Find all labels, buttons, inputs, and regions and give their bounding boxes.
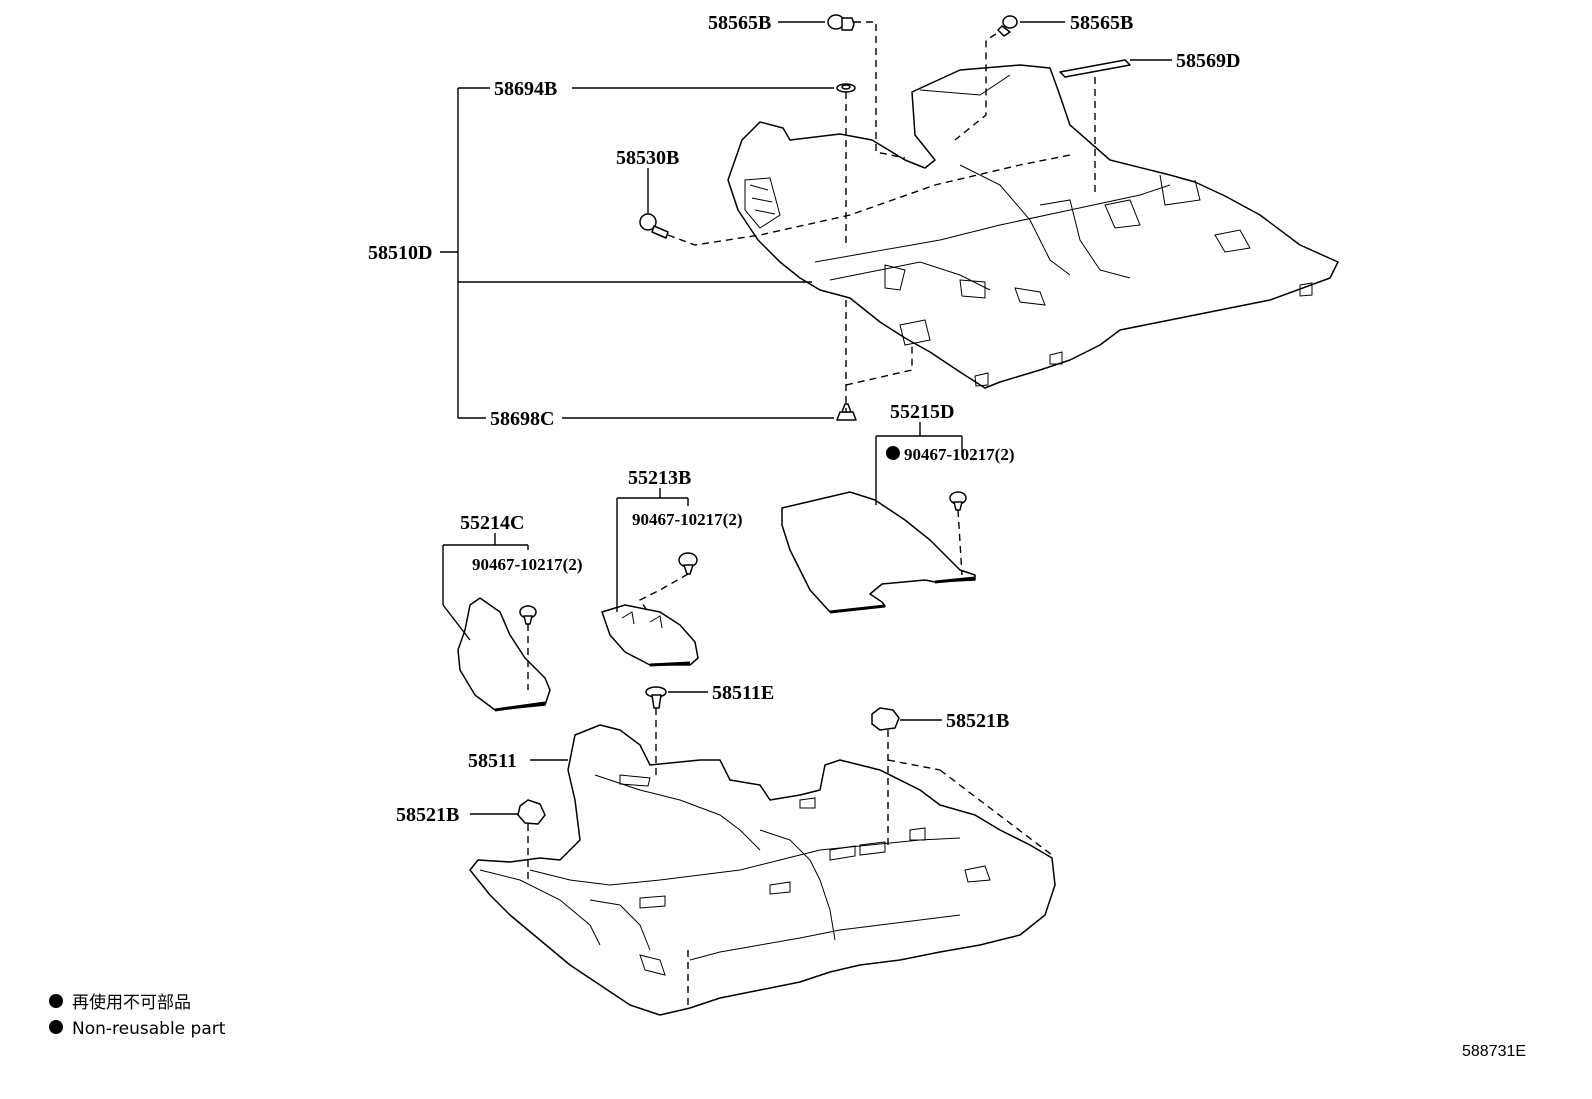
retainer-58569D-icon: [1059, 59, 1131, 78]
grommet-58698C-icon: [836, 403, 857, 421]
label-58510D: 58510D: [368, 242, 432, 264]
label-clip-a: 90467-10217(2): [904, 445, 1014, 464]
floor-silencer-lower: [469, 724, 1056, 1016]
label-58511E: 58511E: [712, 682, 774, 704]
clip-58565B-right-icon: [997, 15, 1018, 37]
label-clip-b: 90467-10217(2): [632, 510, 742, 529]
clip-90467-icon-a: [949, 491, 967, 511]
diagram-reference: 588731E: [1462, 1043, 1526, 1060]
label-58521B-right: 58521B: [946, 710, 1009, 732]
label-55215D: 55215D: [890, 401, 954, 423]
floor-insulator-55213B: [601, 604, 699, 667]
clip-58530B-icon: [639, 213, 669, 239]
non-reusable-marker-icon: [886, 446, 900, 460]
leader-lines: [440, 21, 1172, 1005]
label-55213B: 55213B: [628, 467, 691, 489]
clip-90467-icon-b: [678, 552, 698, 575]
label-58511: 58511: [468, 750, 517, 772]
legend-bullet-icon: [49, 1020, 63, 1034]
label-55214C: 55214C: [460, 512, 524, 534]
part-labels: 58565B 58565B 58569D 58694B 58530B 58510…: [368, 12, 1240, 826]
label-58694B: 58694B: [494, 78, 557, 100]
floor-insulator-55214C: [457, 597, 551, 712]
legend-bullet-icon: [49, 994, 63, 1008]
clip-58521B-left-icon: [517, 799, 546, 825]
clip-90467-icon-c: [519, 605, 537, 625]
label-58521B-left: 58521B: [396, 804, 459, 826]
label-58565B-right: 58565B: [1070, 12, 1133, 34]
clip-58521B-right-icon: [871, 707, 900, 731]
floor-carpet-assembly-upper: [727, 64, 1339, 389]
legend-english: Non-reusable part: [72, 1019, 226, 1039]
clip-58511E-icon: [645, 686, 667, 709]
floor-insulator-55215D: [781, 491, 976, 614]
legend-japanese: 再使用不可部品: [72, 992, 191, 1013]
label-clip-c: 90467-10217(2): [472, 555, 582, 574]
label-58565B-left: 58565B: [708, 12, 771, 34]
label-58569D: 58569D: [1176, 50, 1240, 72]
label-58530B: 58530B: [616, 147, 679, 169]
grommet-58694B-icon: [836, 83, 856, 93]
clip-58565B-left-icon: [827, 14, 855, 31]
label-58698C: 58698C: [490, 408, 554, 430]
legend: 再使用不可部品 Non-reusable part: [49, 992, 226, 1039]
